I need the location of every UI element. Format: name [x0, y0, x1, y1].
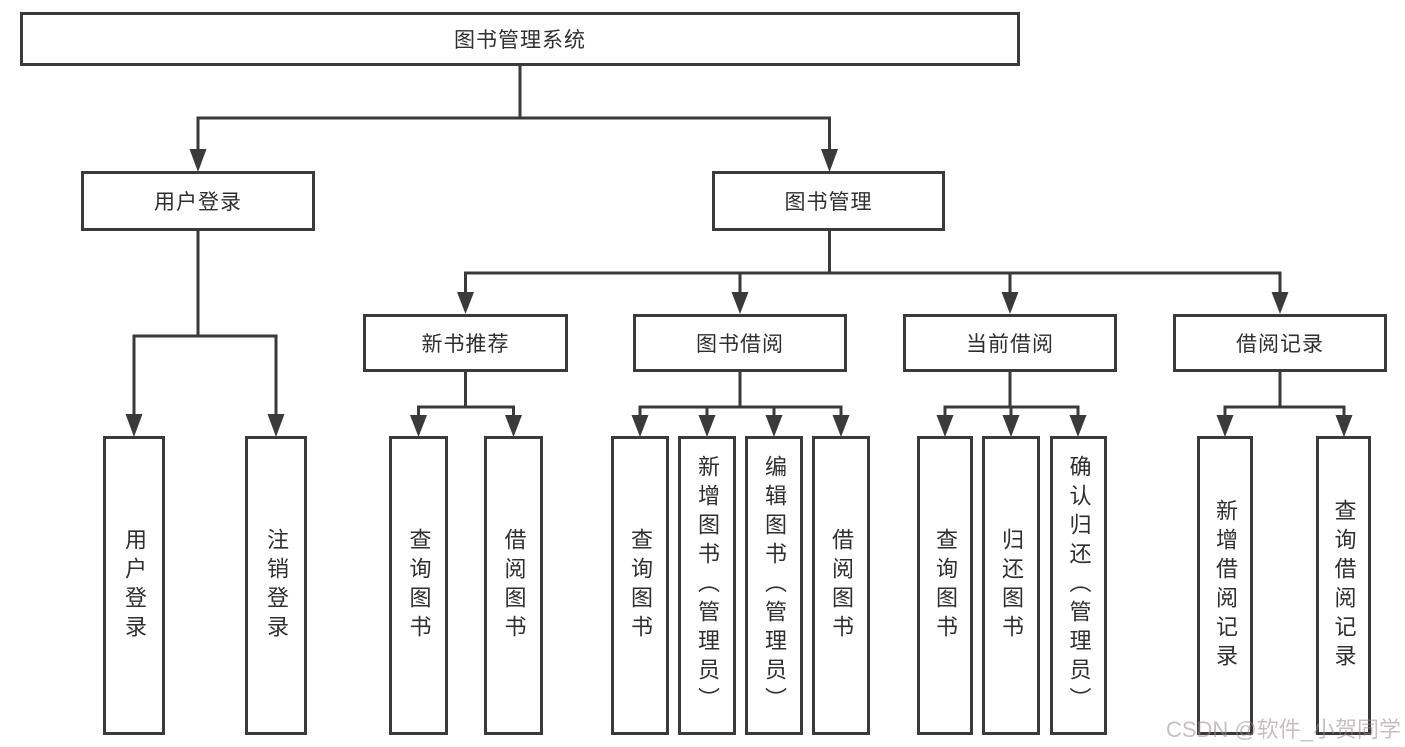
leaf-newbook-query-books-label: 查询图书 — [406, 527, 432, 644]
leaf-records-add-record: 新增借阅记录 — [1197, 436, 1253, 735]
leaf-current-confirm-return: 确认归还（管理员） — [1050, 436, 1107, 735]
leaf-user-login-label: 用户登录 — [122, 527, 147, 644]
leaf-records-add-record-label: 新增借阅记录 — [1213, 498, 1238, 673]
arrowheads — [125, 149, 1353, 437]
leaf-current-confirm-return-label: 确认归还（管理员） — [1066, 455, 1092, 716]
leaf-current-query-books: 查询图书 — [917, 436, 973, 735]
node-new-book-recommend: 新书推荐 — [363, 314, 568, 372]
leaf-borrowing-add-books: 新增图书（管理员） — [678, 436, 736, 735]
leaf-borrowing-borrow-books: 借阅图书 — [812, 436, 870, 735]
leaf-newbook-query-books: 查询图书 — [389, 436, 448, 735]
node-book-borrowing-label: 图书借阅 — [696, 333, 784, 356]
leaf-current-return-books-label: 归还图书 — [999, 527, 1024, 644]
leaf-logout-label: 注销登录 — [264, 527, 289, 644]
node-borrow-records-label: 借阅记录 — [1236, 333, 1324, 356]
leaf-records-query-record: 查询借阅记录 — [1316, 436, 1371, 735]
node-borrow-records: 借阅记录 — [1173, 314, 1387, 372]
node-user-login-label: 用户登录 — [154, 191, 242, 214]
node-book-borrowing: 图书借阅 — [633, 314, 847, 372]
leaf-current-return-books: 归还图书 — [982, 436, 1040, 735]
leaf-records-query-record-label: 查询借阅记录 — [1331, 498, 1357, 673]
leaf-user-login: 用户登录 — [103, 436, 165, 735]
leaf-current-query-books-label: 查询图书 — [933, 527, 958, 644]
leaf-newbook-borrow-books-label: 借阅图书 — [501, 527, 527, 644]
leaf-borrowing-edit-books: 编辑图书（管理员） — [745, 436, 803, 735]
node-book-system-label: 图书管理系统 — [454, 29, 586, 52]
node-book-management-label: 图书管理 — [784, 191, 873, 214]
leaf-borrowing-edit-books-label: 编辑图书（管理员） — [762, 455, 787, 716]
leaf-logout: 注销登录 — [245, 436, 307, 735]
node-book-management: 图书管理 — [712, 171, 945, 231]
node-new-book-recommend-label: 新书推荐 — [421, 333, 510, 356]
node-book-system: 图书管理系统 — [20, 12, 1020, 66]
node-current-borrowing-label: 当前借阅 — [966, 333, 1054, 356]
leaf-borrowing-query-books-label: 查询图书 — [628, 527, 653, 644]
leaf-newbook-borrow-books: 借阅图书 — [484, 436, 543, 735]
node-user-login: 用户登录 — [81, 171, 315, 231]
leaf-borrowing-query-books: 查询图书 — [611, 436, 669, 735]
leaf-borrowing-add-books-label: 新增图书（管理员） — [695, 455, 720, 716]
node-current-borrowing: 当前借阅 — [903, 314, 1117, 372]
leaf-borrowing-borrow-books-label: 借阅图书 — [829, 527, 854, 644]
